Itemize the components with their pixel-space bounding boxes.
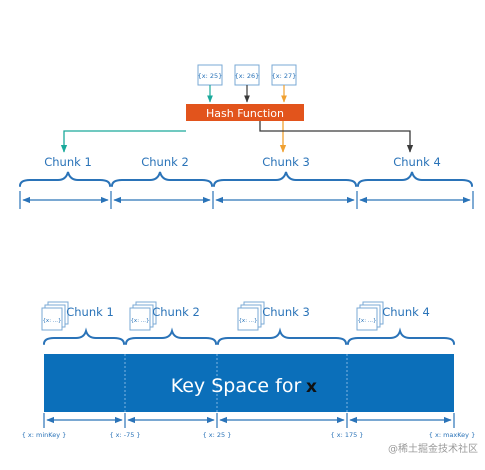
top-chunk-2-label: Chunk 2 <box>141 155 189 169</box>
hash-function-label: Hash Function <box>206 107 284 120</box>
top-brace-chunk-1 <box>19 171 111 187</box>
bottom-chunk-3-group: {x: ...} Chunk 3 <box>237 301 310 331</box>
top-doc-2-label: {x: 26} <box>235 72 260 80</box>
bottom-chunk-4-label: Chunk 4 <box>382 305 430 319</box>
boundary-label-minkey: { x: minKey } <box>22 431 67 439</box>
top-brace-chunk-4 <box>357 171 473 187</box>
top-doc-2: {x: 26} <box>234 64 260 86</box>
bottom-doc-4-label: {x: ...} <box>357 318 376 324</box>
top-doc-3-label: {x: 27} <box>272 72 297 80</box>
route-to-chunk-1 <box>60 130 186 153</box>
top-chunk-1-label: Chunk 1 <box>44 155 92 169</box>
boundary-label-25: { x: 25 } <box>203 431 232 439</box>
watermark-text: @稀土掘金技术社区 <box>388 442 478 455</box>
bottom-chunk-4-group: {x: ...} Chunk 4 <box>356 301 430 331</box>
bottom-chunk-1-group: {x: ...} Chunk 1 <box>41 301 114 331</box>
top-brace-chunk-3 <box>213 171 357 187</box>
top-doc-1: {x: 25} <box>197 64 223 86</box>
bottom-chunk-2-label: Chunk 2 <box>152 305 200 319</box>
boundary-label-175: { x: 175 } <box>331 431 364 439</box>
bottom-doc-1-label: {x: ...} <box>42 318 61 324</box>
bottom-chunk-2-group: {x: ...} Chunk 2 <box>129 301 200 331</box>
top-chunk-3-label: Chunk 3 <box>262 155 310 169</box>
bottom-chunk-3-label: Chunk 3 <box>262 305 310 319</box>
bottom-chunk-1-label: Chunk 1 <box>66 305 114 319</box>
bottom-brace-chunk-4 <box>347 327 455 345</box>
key-space-label: Key Space for <box>171 375 302 397</box>
bottom-brace-chunk-1 <box>43 327 125 345</box>
key-space-band <box>44 354 454 412</box>
bottom-doc-3-label: {x: ...} <box>238 318 257 324</box>
top-doc-3: {x: 27} <box>271 64 297 86</box>
top-brace-chunk-2 <box>111 171 213 187</box>
hash-function-box: Hash Function <box>186 104 304 121</box>
route-to-chunk-4 <box>259 121 414 153</box>
boundary-label-neg75: { x: -75 } <box>109 431 140 439</box>
top-chunk-4-label: Chunk 4 <box>393 155 441 169</box>
top-doc-1-label: {x: 25} <box>198 72 223 80</box>
bottom-brace-chunk-3 <box>217 327 347 345</box>
bottom-doc-2-label: {x: ...} <box>130 318 149 324</box>
key-space-variable: x <box>306 377 317 397</box>
boundary-label-maxkey: { x: maxKey } <box>429 431 475 439</box>
bottom-brace-chunk-2 <box>125 327 217 345</box>
